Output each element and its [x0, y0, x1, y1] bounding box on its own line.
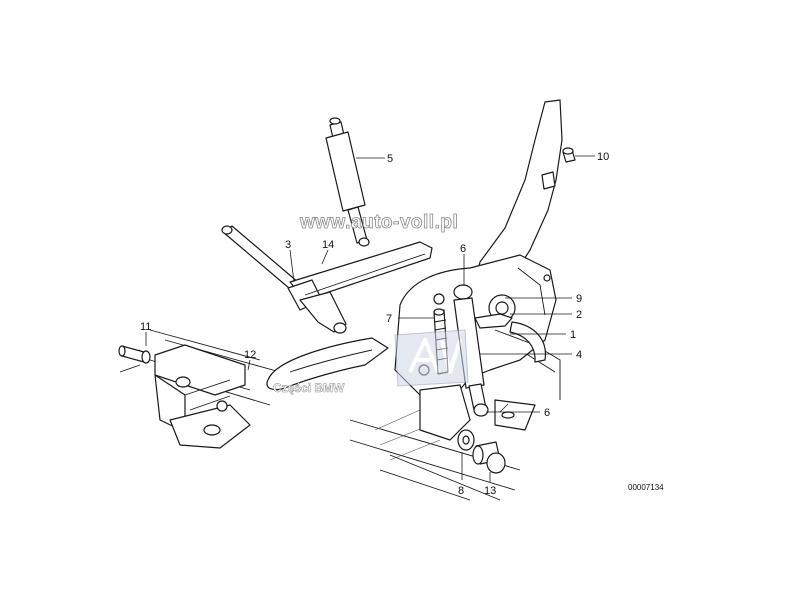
watermark-url: www.auto-voll.pl	[299, 212, 458, 233]
callout-5: 5	[387, 153, 393, 165]
handle-grip	[266, 337, 389, 391]
callout-10: 10	[597, 151, 609, 163]
callouts: 5 10 3 14 6 9 2 7 1 4 11 12 6 8 13 00007…	[140, 151, 664, 497]
drawing-code: 00007134	[628, 483, 664, 492]
part-12-rail-bracket	[119, 344, 251, 449]
watermark: www.auto-voll.pl Części BMW	[273, 212, 469, 395]
part-11-bolt	[118, 345, 151, 364]
watermark-logo	[394, 329, 469, 387]
watermark-brand: Części BMW	[273, 381, 345, 395]
floor-structure	[149, 329, 561, 501]
callout-11: 11	[140, 321, 151, 333]
part-4-strut	[453, 284, 489, 417]
part-5-gas-spring	[325, 117, 370, 247]
callout-12: 12	[244, 349, 256, 361]
callout-9: 9	[576, 293, 582, 305]
callout-13: 13	[484, 485, 496, 497]
callout-7: 7	[386, 313, 392, 325]
callout-8: 8	[458, 485, 464, 497]
callout-14: 14	[322, 239, 334, 251]
callout-3: 3	[285, 239, 291, 251]
part-3-14-release-lever	[221, 225, 433, 334]
callout-6-top: 6	[460, 243, 466, 255]
callout-6-bottom: 6	[544, 407, 550, 419]
leader-lines	[145, 155, 595, 482]
callout-2: 2	[576, 309, 582, 321]
part-8-washer	[457, 429, 475, 451]
callout-4: 4	[576, 349, 582, 361]
callout-1: 1	[570, 329, 576, 341]
part-13-bolt	[472, 441, 506, 474]
part-10-screw	[562, 147, 576, 163]
adjuster-lever	[474, 313, 546, 363]
